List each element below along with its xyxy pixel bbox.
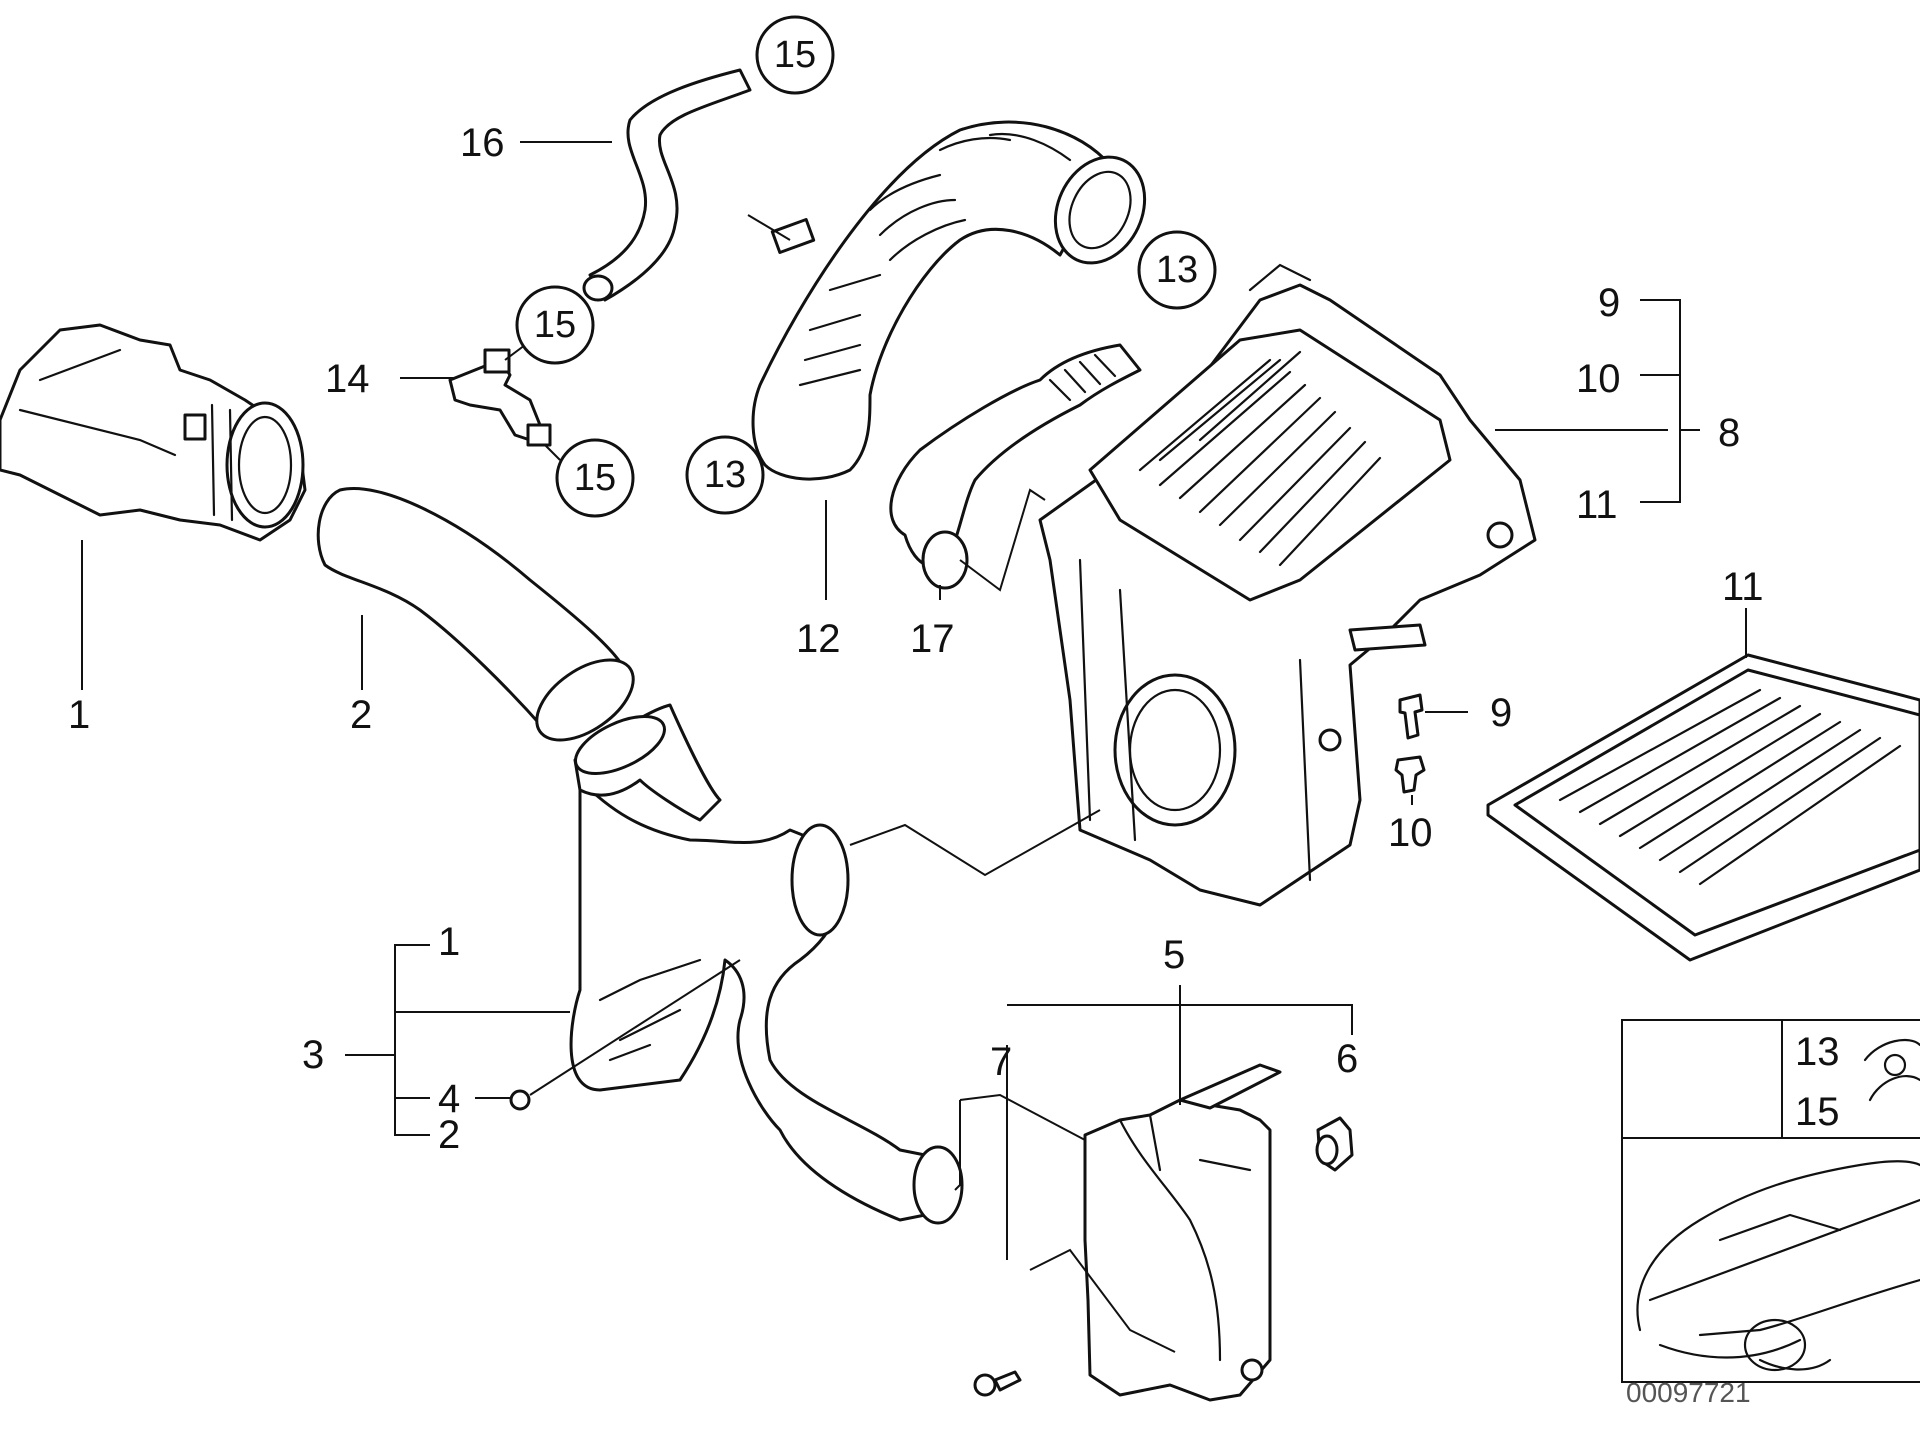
document-number: 00097721 xyxy=(1626,1377,1751,1408)
svg-text:15: 15 xyxy=(574,457,616,499)
callout-10-group: 10 xyxy=(1576,357,1621,401)
callout-17: 17 xyxy=(910,617,955,661)
svg-text:13: 13 xyxy=(704,454,746,496)
grommet-part xyxy=(1315,1116,1354,1172)
callout-9-group: 9 xyxy=(1598,281,1620,325)
callout-11-group: 11 xyxy=(1576,483,1618,527)
callout-5: 5 xyxy=(1163,933,1185,977)
circled-callout-13-right: 13 xyxy=(1137,230,1217,310)
inset-clamp-15: 15 xyxy=(1795,1090,1840,1134)
callout-12: 12 xyxy=(796,617,841,661)
circled-callout-13-left: 13 xyxy=(685,435,765,515)
callout-10: 10 xyxy=(1388,811,1433,855)
callout-1-top: 1 xyxy=(68,693,90,737)
callout-9: 9 xyxy=(1490,691,1512,735)
callout-6: 6 xyxy=(1336,1037,1358,1081)
callout-8: 8 xyxy=(1718,411,1740,455)
corrugated-hose-part xyxy=(747,120,1147,600)
intake-duct-part xyxy=(509,703,964,1225)
svg-text:15: 15 xyxy=(774,34,816,76)
small-hose-part xyxy=(520,68,752,302)
vehicle-inset xyxy=(1621,1019,1920,1383)
circled-callout-15-top: 15 xyxy=(755,15,835,95)
callout-16: 16 xyxy=(460,121,505,165)
screw-part xyxy=(973,1370,1022,1397)
group-bracket-right xyxy=(1640,299,1700,503)
svg-text:13: 13 xyxy=(1156,249,1198,291)
callout-4: 4 xyxy=(438,1077,460,1121)
callout-1-group: 1 xyxy=(438,920,460,964)
svg-text:15: 15 xyxy=(534,304,576,346)
breather-hose-part xyxy=(889,343,1142,600)
callout-11-filter: 11 xyxy=(1722,565,1764,609)
inset-clamp-13: 13 xyxy=(1795,1030,1840,1074)
resonator-box-part xyxy=(954,985,1353,1402)
air-filter-housing-part xyxy=(849,263,1668,907)
intake-hose-part xyxy=(316,487,635,742)
callout-2-top: 2 xyxy=(350,693,372,737)
circled-callout-15-mid: 15 xyxy=(515,285,595,365)
callout-2-group: 2 xyxy=(438,1113,460,1157)
group-bracket-left xyxy=(345,944,570,1136)
circled-callout-15-low: 15 xyxy=(555,438,635,518)
filter-element-part xyxy=(1486,608,1920,962)
callout-3: 3 xyxy=(302,1033,324,1077)
callout-14: 14 xyxy=(325,357,370,401)
connector-part xyxy=(400,344,561,461)
intake-scoop-part xyxy=(0,323,307,690)
callout-7: 7 xyxy=(990,1040,1012,1084)
bolt-nut-parts xyxy=(1394,693,1468,805)
